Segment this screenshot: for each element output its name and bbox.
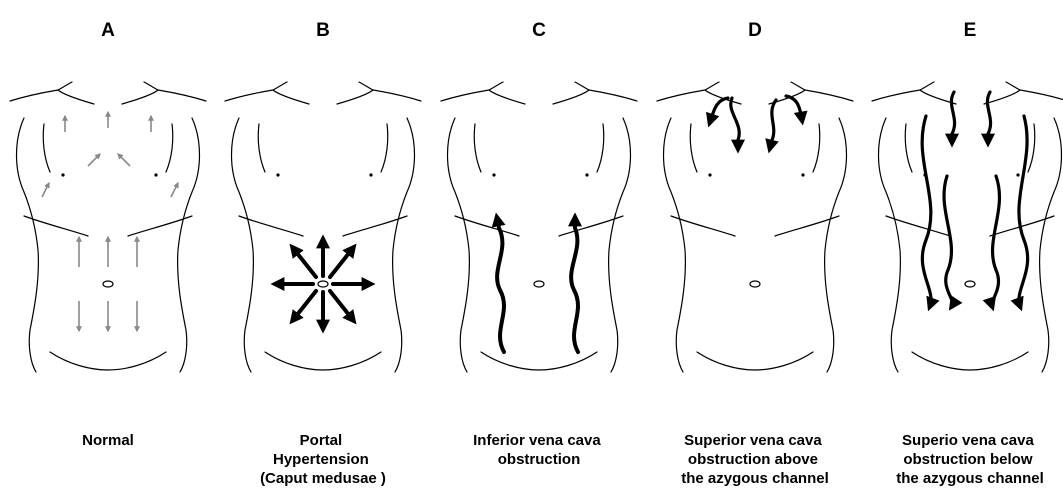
- navel-mark: [750, 281, 760, 287]
- torso-outline: [657, 82, 853, 372]
- nipple-mark: [585, 173, 588, 176]
- panel-caption: Superio vena cava obstruction below the …: [896, 432, 1044, 487]
- nipple-mark: [276, 173, 279, 176]
- nipple-mark: [492, 173, 495, 176]
- panel-caption: Inferior vena cava obstruction: [473, 432, 605, 468]
- panel-caption: Portal Hypertension (Caput medusae ): [260, 432, 386, 487]
- nipple-mark: [369, 173, 372, 176]
- nipple-mark: [61, 173, 64, 176]
- panel-caption: Normal: [82, 432, 134, 449]
- panel-letter: C: [532, 20, 546, 41]
- navel-mark: [318, 281, 328, 287]
- nipple-mark: [708, 173, 711, 176]
- flow-arrows: [276, 240, 370, 328]
- panel-e: E Superio vena cava obstruction below th…: [872, 20, 1063, 487]
- torso-outline: [441, 82, 637, 372]
- nipple-mark: [1016, 173, 1019, 176]
- panel-c: C Inferior vena cava obstruction: [441, 20, 637, 468]
- nipple-mark: [801, 173, 804, 176]
- flow-arrows: [710, 96, 802, 148]
- flow-arrows: [497, 218, 578, 352]
- panel-b: B Portal Hypertension (Caput medusae ): [225, 20, 421, 487]
- navel-mark: [965, 281, 975, 287]
- torso-outline: [872, 82, 1063, 372]
- flow-arrows: [42, 112, 178, 331]
- panel-caption: Superior vena cava obstruction above the…: [681, 432, 829, 487]
- panel-a: A Normal: [10, 20, 206, 449]
- flow-arrows: [922, 92, 1027, 306]
- panel-letter: A: [101, 20, 115, 41]
- panel-letter: B: [316, 20, 330, 41]
- navel-mark: [534, 281, 544, 287]
- panel-letter: E: [964, 20, 977, 41]
- navel-mark: [103, 281, 113, 287]
- panel-letter: D: [748, 20, 762, 41]
- nipple-mark: [154, 173, 157, 176]
- panel-d: D Superior vena cava obstruction above t…: [657, 20, 853, 487]
